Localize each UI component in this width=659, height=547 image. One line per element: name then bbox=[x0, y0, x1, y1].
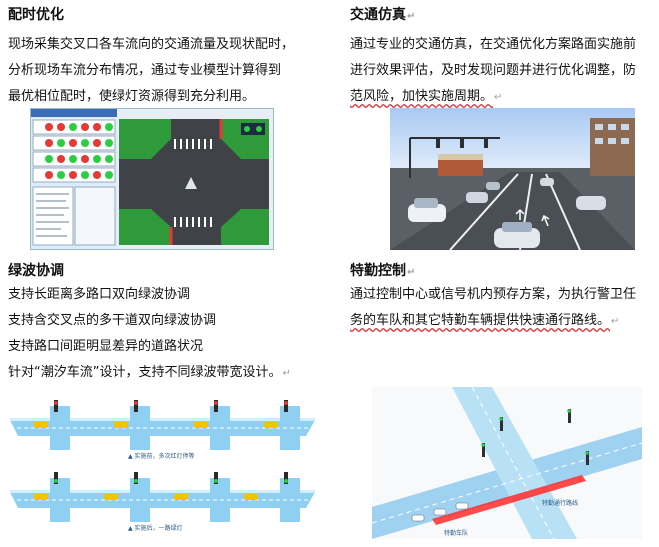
text-line: 进行效果评估，及时发现问题并进行优化调整，防 bbox=[350, 63, 637, 78]
section-body-traffic-sim: 通过专业的交通仿真，在交通优化方案路面实施前 进行效果评估，及时发现问题并进行优… bbox=[350, 32, 655, 111]
paragraph-mark: ↵ bbox=[282, 368, 291, 379]
paragraph-mark: ↵ bbox=[494, 92, 503, 103]
text-line: 通过控制中心或信号机内预存方案，为执行警卫任 bbox=[350, 287, 637, 302]
section-body-special-duty: 通过控制中心或信号机内预存方案，为执行警卫任 务的车队和其它特勤车辆提供快速通行… bbox=[350, 282, 655, 335]
text-line: 范风险，加快实施周期。↵ bbox=[350, 89, 503, 104]
section-title-traffic-sim: 交通仿真↵ bbox=[350, 7, 416, 23]
text-line: 支持含交叉点的多干道双向绿波协调 bbox=[8, 313, 217, 328]
paragraph-mark: ↵ bbox=[407, 267, 416, 278]
section-title-special-duty: 特勤控制↵ bbox=[350, 263, 416, 279]
text-line: 分析现场车流分布情况，通过专业模型计算得到 bbox=[8, 63, 282, 78]
section-body-green-wave: 支持长距离多路口双向绿波协调 支持含交叉点的多干道双向绿波协调 支持路口间距明显… bbox=[8, 282, 338, 387]
special-duty-figure: 特勤车队 特勤通行路线 bbox=[372, 387, 642, 539]
text-line: 支持长距离多路口双向绿波协调 bbox=[8, 287, 191, 302]
text-line: 最优相位配时，使绿灯资源得到充分利用。 bbox=[8, 89, 256, 104]
paragraph-mark: ↵ bbox=[611, 316, 620, 327]
figure-label-convoy: 特勤车队 bbox=[444, 529, 468, 537]
text-line: 针对“潮汐车流”设计，支持不同绿波带宽设计。↵ bbox=[8, 365, 291, 380]
text-line: 务的车队和其它特勤车辆提供快速通行路线。↵ bbox=[350, 313, 620, 328]
text-line: 现场采集交叉口各车流向的交通流量及现状配时， bbox=[8, 37, 295, 52]
figure-label-route: 特勤通行路线 bbox=[542, 499, 578, 507]
signal-timing-software-illustration bbox=[31, 109, 273, 249]
text-line: 支持路口间距明显差异的道路状况 bbox=[8, 339, 204, 354]
signal-timing-software-figure bbox=[30, 108, 274, 250]
special-duty-illustration: 特勤车队 特勤通行路线 bbox=[372, 387, 642, 539]
figure-caption-after: ▲ 实施后，一路绿灯 bbox=[128, 524, 183, 532]
figure-caption-before: ▲ 实施前，多次红灯停等 bbox=[128, 452, 195, 460]
text-line: 通过专业的交通仿真，在交通优化方案路面实施前 bbox=[350, 37, 637, 52]
paragraph-mark: ↵ bbox=[407, 11, 416, 22]
section-title-signal-timing: 配时优化 bbox=[8, 7, 64, 23]
traffic-simulation-illustration bbox=[390, 108, 635, 250]
section-title-green-wave: 绿波协调 bbox=[8, 263, 64, 279]
traffic-simulation-figure bbox=[390, 108, 635, 250]
section-body-signal-timing: 现场采集交叉口各车流向的交通流量及现状配时， 分析现场车流分布情况，通过专业模型… bbox=[8, 32, 338, 110]
green-wave-figure: ▲ 实施前，多次红灯停等 ▲ 实施后，一路绿灯 bbox=[10, 392, 315, 532]
green-wave-illustration: ▲ 实施前，多次红灯停等 ▲ 实施后，一路绿灯 bbox=[10, 392, 315, 532]
